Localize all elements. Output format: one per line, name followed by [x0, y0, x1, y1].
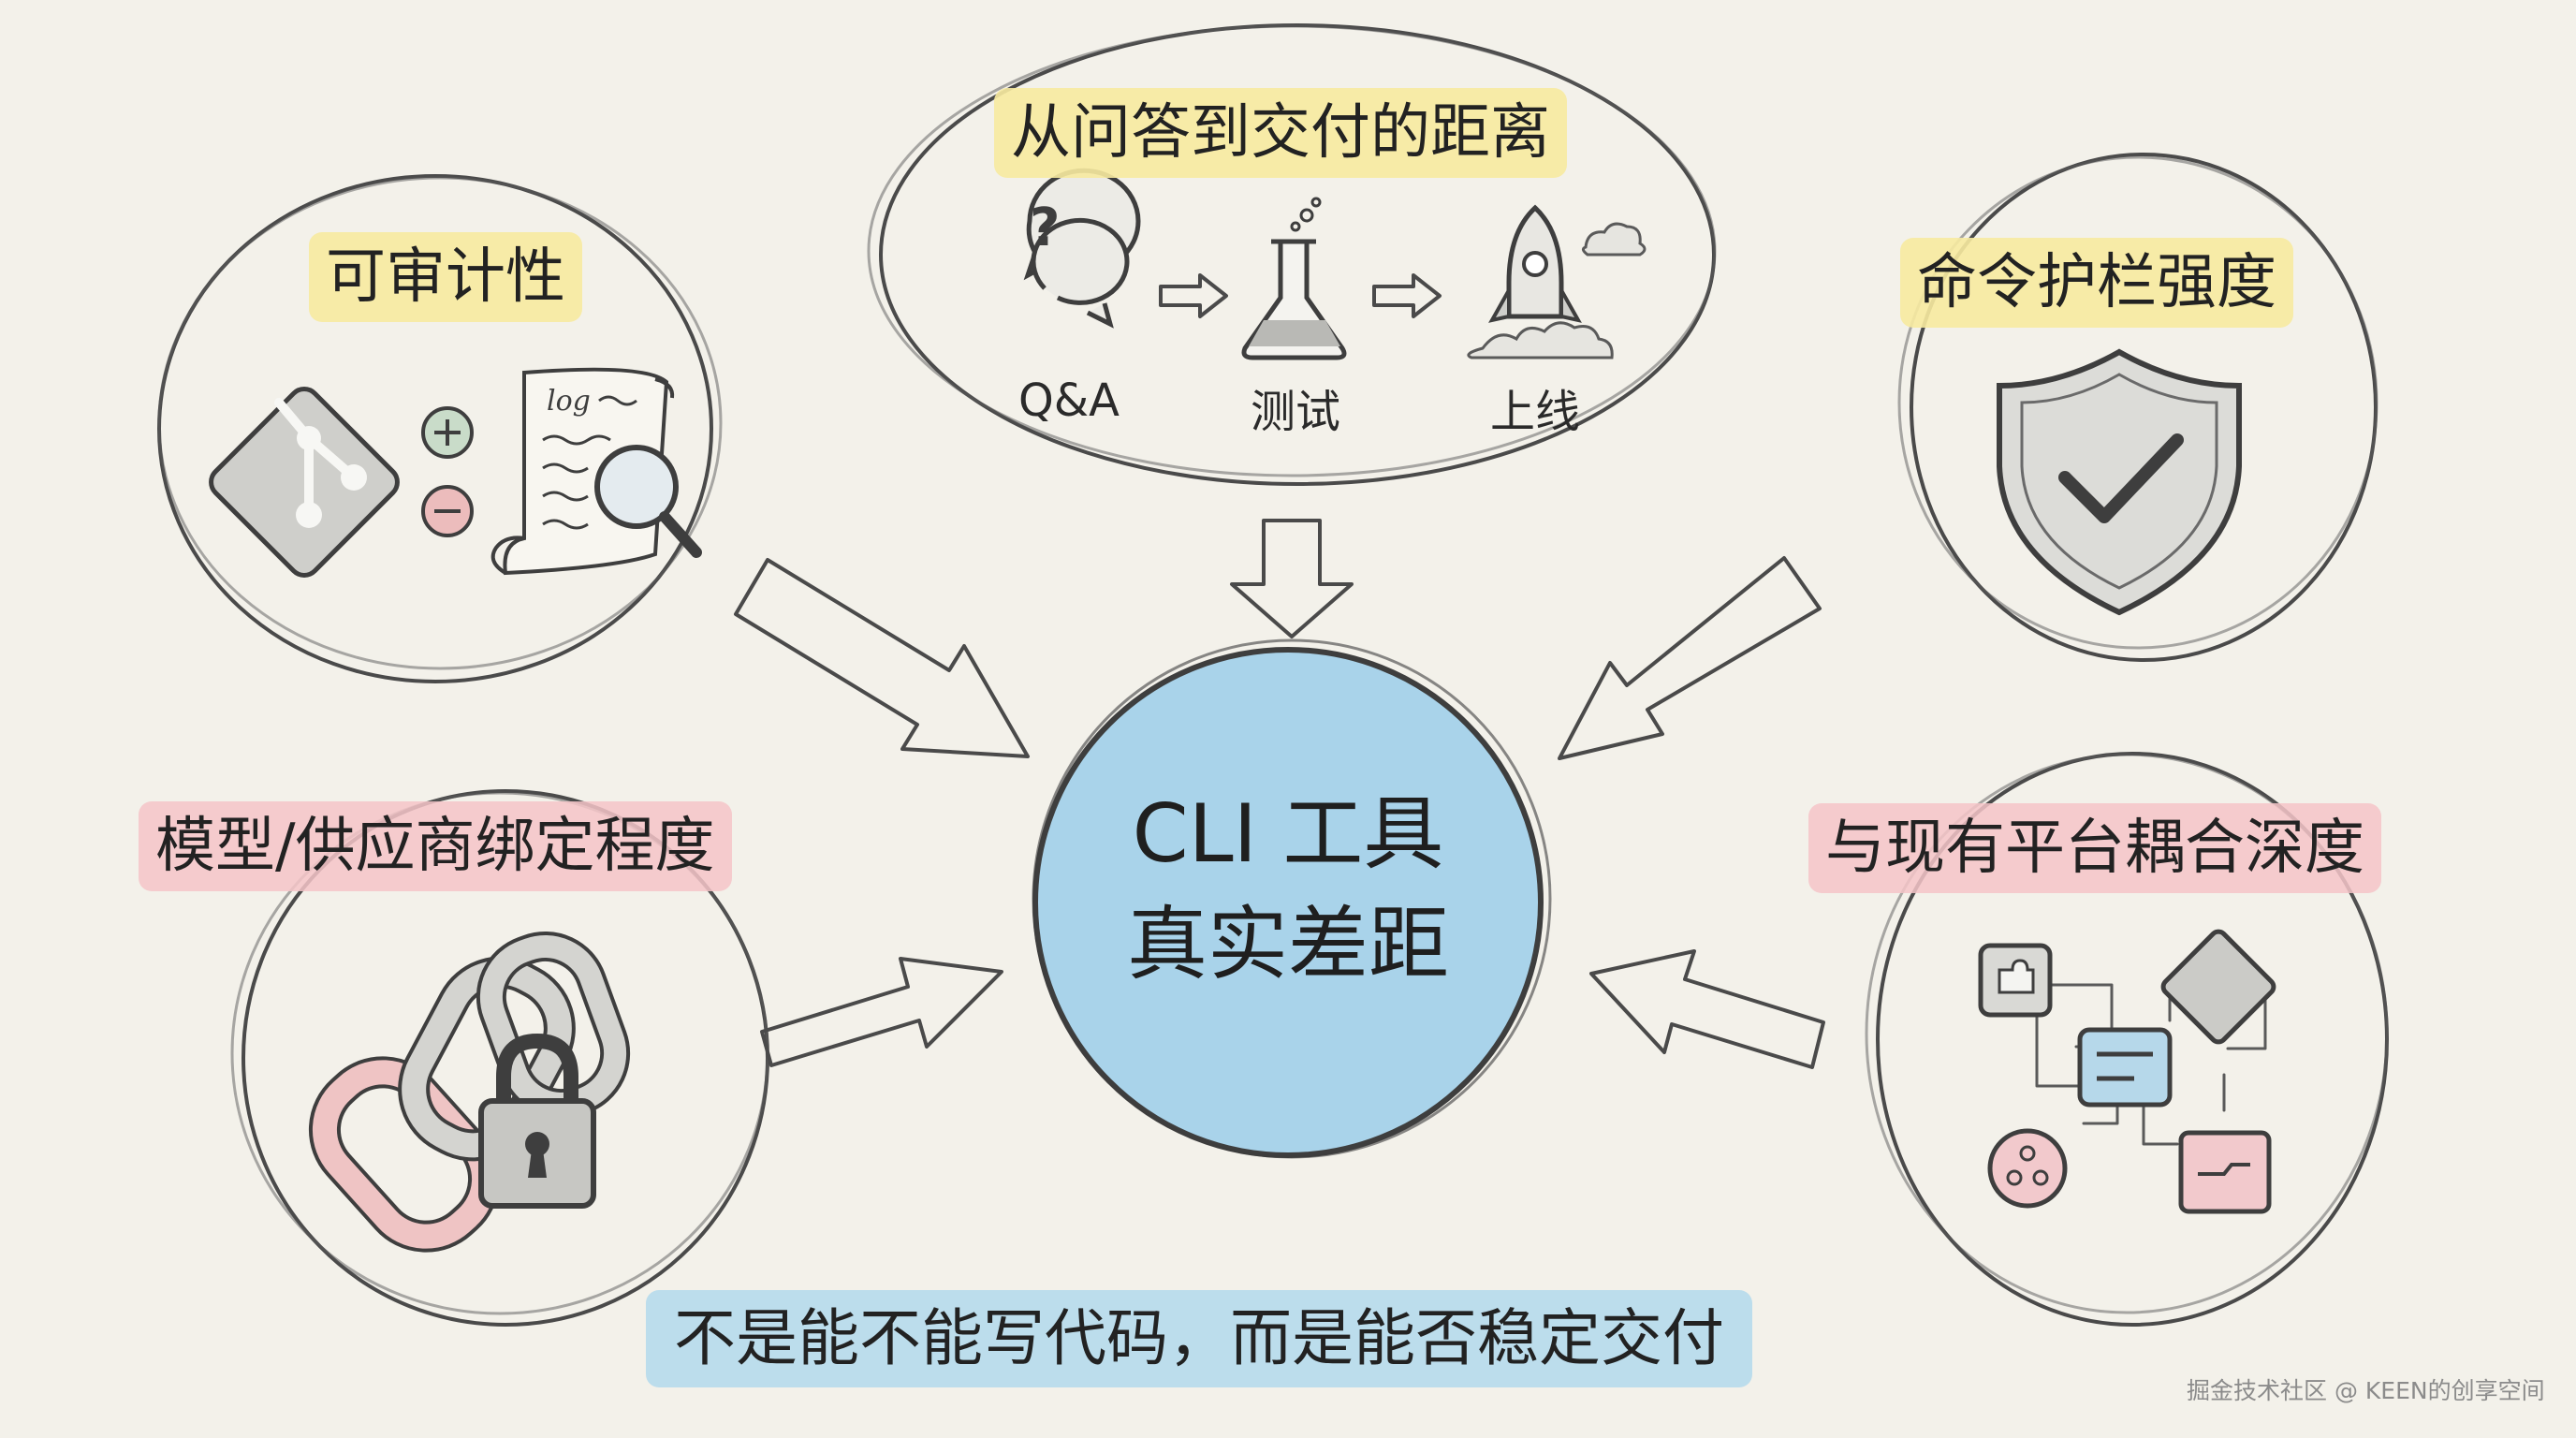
node-outline-guardrails — [1897, 153, 2378, 662]
node-label-auditability: 可审计性 — [309, 232, 582, 322]
step-label-qa: Q&A — [1017, 374, 1120, 427]
svg-text:log: log — [547, 385, 591, 418]
arrow-from-auditability — [734, 558, 1030, 758]
log-scroll-icon: log — [490, 367, 702, 576]
node-outline-auditability — [157, 174, 723, 683]
arrow-from-coupling — [1589, 949, 1825, 1069]
center-title: CLI 工具 真实差距 — [1026, 779, 1550, 1000]
arrow-from-guardrails — [1558, 556, 1822, 760]
step-label-test: 测试 — [1250, 386, 1340, 438]
git-diamond-icon — [209, 387, 400, 578]
node-label-coupling: 与现有平台耦合深度 — [1808, 803, 2381, 893]
bottom-caption: 不是能不能写代码，而是能否稳定交付 — [646, 1290, 1752, 1387]
node-outline-coupling — [1865, 752, 2389, 1327]
step-label-launch: 上线 — [1489, 386, 1580, 438]
git-log-audit-icon: log — [209, 367, 702, 578]
node-label-vendor-lock: 模型/供应商绑定程度 — [139, 801, 732, 891]
shield-check-icon — [1997, 348, 2242, 616]
node-label-guardrails: 命令护栏强度 — [1900, 238, 2293, 328]
watermark: 掘金技术社区 @ KEEN的创享空间 — [2187, 1377, 2545, 1404]
node-label-delivery: 从问答到交付的距离 — [994, 88, 1567, 178]
center-circle — [1032, 638, 1552, 1159]
center-title-line2: 真实差距 — [1127, 898, 1449, 991]
chain-lock-icon — [308, 931, 631, 1253]
platform-network-icon — [1978, 929, 2276, 1214]
arrow-from-vendor-lock — [760, 957, 1003, 1067]
node-outline-delivery — [867, 23, 1717, 486]
svg-text:?: ? — [1030, 198, 1060, 258]
step-arrow-2 — [1372, 273, 1442, 318]
minus-icon — [421, 485, 474, 537]
plus-icon — [421, 406, 474, 459]
center-title-line1: CLI 工具 — [1132, 787, 1444, 881]
rocket-icon — [1467, 204, 1647, 360]
flask-icon — [1241, 197, 1347, 360]
arrow-from-delivery — [1230, 519, 1354, 638]
question-chat-icon: ? — [1023, 168, 1141, 329]
step-arrow-1 — [1159, 273, 1228, 318]
